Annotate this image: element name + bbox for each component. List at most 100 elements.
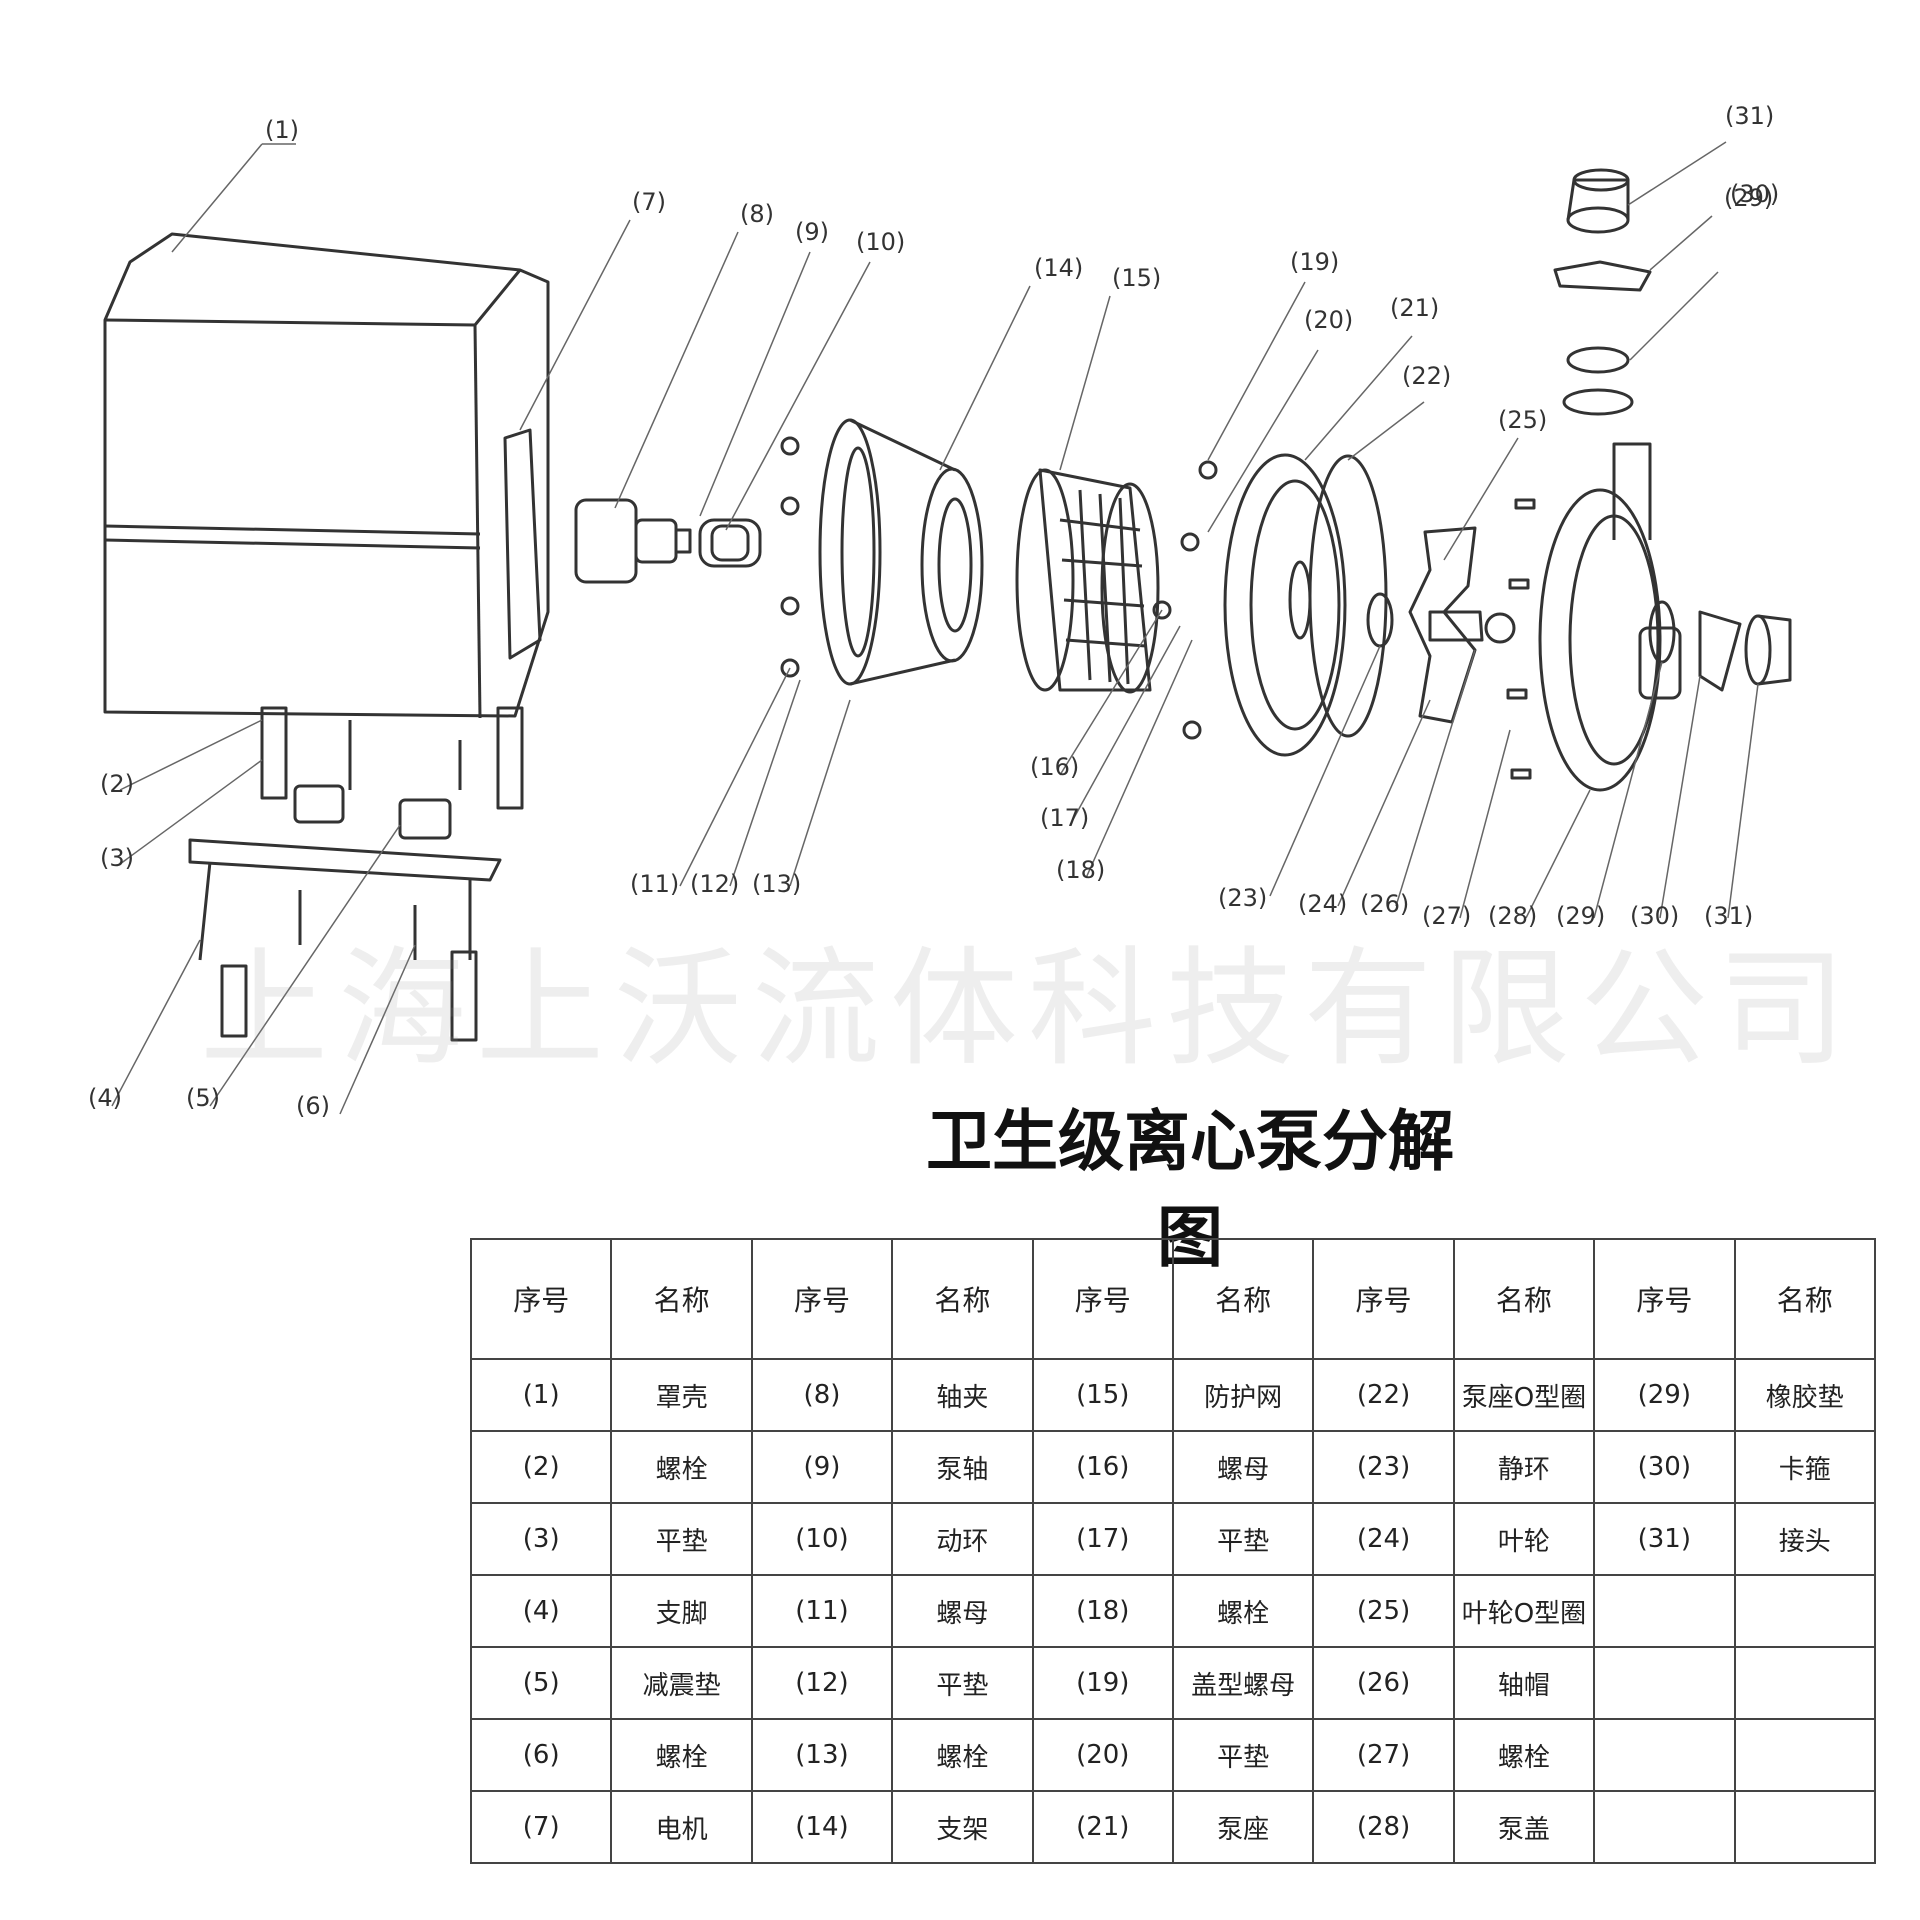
part-name-cell: 泵座O型圈	[1452, 1358, 1596, 1432]
callout-label: (19)	[1290, 248, 1339, 276]
part-number-cell: (10)	[750, 1502, 894, 1576]
part-name-cell: 螺母	[1171, 1430, 1315, 1504]
column-header: 名称	[610, 1238, 753, 1360]
part-name-cell: 减震垫	[610, 1646, 753, 1720]
column-header: 名称	[1452, 1238, 1596, 1360]
table-row: (1)罩壳(8)轴夹(15)防护网(22)泵座O型圈(29)橡胶垫	[469, 1358, 1877, 1432]
part-name-cell: 螺栓	[891, 1718, 1034, 1792]
part-number-cell: (8)	[750, 1358, 894, 1432]
callout-label: (30)	[1730, 180, 1779, 208]
part-name-cell: 盖型螺母	[1171, 1646, 1315, 1720]
part-name-cell: 橡胶垫	[1733, 1358, 1877, 1432]
guard-mesh-part	[1015, 468, 1160, 694]
part-number-cell: (31)	[1593, 1502, 1736, 1576]
part-name-cell: 支脚	[610, 1574, 753, 1648]
part-name-cell: 电机	[610, 1790, 753, 1864]
part-number-cell: (22)	[1312, 1358, 1455, 1432]
part-number-cell: (2)	[469, 1430, 613, 1504]
table-row: (3)平垫(10)动环(17)平垫(24)叶轮(31)接头	[469, 1502, 1877, 1576]
part-number-cell	[1593, 1574, 1736, 1648]
part-name-cell: 螺母	[891, 1574, 1034, 1648]
part-number-cell: (21)	[1031, 1790, 1174, 1864]
column-header: 序号	[1312, 1238, 1455, 1360]
part-number-cell: (25)	[1312, 1574, 1455, 1648]
part-name-cell: 平垫	[891, 1646, 1034, 1720]
callout-label: (30)	[1630, 902, 1679, 930]
part-number-cell: (15)	[1031, 1358, 1174, 1432]
part-number-cell: (9)	[750, 1430, 894, 1504]
table-row: (6)螺栓(13)螺栓(20)平垫(27)螺栓	[469, 1718, 1877, 1792]
column-header: 序号	[750, 1238, 894, 1360]
part-number-cell: (27)	[1312, 1718, 1455, 1792]
part-number-cell: (16)	[1031, 1430, 1174, 1504]
column-header: 序号	[1031, 1238, 1174, 1360]
callout-label: (15)	[1112, 264, 1161, 292]
part-number-cell: (17)	[1031, 1502, 1174, 1576]
column-header: 名称	[1171, 1238, 1315, 1360]
callout-label: (25)	[1498, 406, 1547, 434]
table-row: (2)螺栓(9)泵轴(16)螺母(23)静环(30)卡箍	[469, 1430, 1877, 1504]
column-header: 序号	[469, 1238, 613, 1360]
part-number-cell: (18)	[1031, 1574, 1174, 1648]
callout-label: (13)	[752, 870, 801, 898]
part-number-cell: (5)	[469, 1646, 613, 1720]
callout-label: (1)	[265, 116, 299, 144]
callout-label: (22)	[1402, 362, 1451, 390]
callout-label: (18)	[1056, 856, 1105, 884]
part-number-cell: (11)	[750, 1574, 894, 1648]
part-number-cell: (20)	[1031, 1718, 1174, 1792]
callout-label: (21)	[1390, 294, 1439, 322]
callout-label: (23)	[1218, 884, 1267, 912]
part-number-cell: (29)	[1593, 1358, 1736, 1432]
pump-cover-part	[1506, 442, 1682, 792]
legs-and-base-part	[188, 706, 524, 1042]
part-number-cell: (28)	[1312, 1790, 1455, 1864]
leader-lines	[111, 141, 1759, 1115]
part-name-cell: 动环	[891, 1502, 1034, 1576]
part-name-cell: 螺栓	[610, 1430, 753, 1504]
part-number-cell	[1593, 1718, 1736, 1792]
column-header: 名称	[1733, 1238, 1877, 1360]
callout-label: (27)	[1422, 902, 1471, 930]
part-name-cell: 泵盖	[1452, 1790, 1596, 1864]
parts-table: 序号 名称 序号 名称 序号 名称 序号 名称 序号 名称 (1)罩壳(8)轴夹…	[469, 1238, 1877, 1864]
part-name-cell: 泵座	[1171, 1790, 1315, 1864]
callout-label: (29)	[1724, 184, 1773, 212]
callout-label: (12)	[690, 870, 739, 898]
callout-label: (14)	[1034, 254, 1083, 282]
part-name-cell: 泵轴	[891, 1430, 1034, 1504]
part-name-cell: 轴夹	[891, 1358, 1034, 1432]
table-row: (5)减震垫(12)平垫(19)盖型螺母(26)轴帽	[469, 1646, 1877, 1720]
callout-label: (31)	[1725, 102, 1774, 130]
callout-label: (16)	[1030, 753, 1079, 781]
part-name-cell: 平垫	[1171, 1502, 1315, 1576]
callout-label: (24)	[1298, 890, 1347, 918]
impeller-part	[1366, 526, 1516, 724]
exploded-view-diagram: (1) (2) (3) (4) (5) (6) (7) (8) (9) (10)…	[88, 102, 1792, 1120]
callout-label: (3)	[100, 844, 134, 872]
part-number-cell: (12)	[750, 1646, 894, 1720]
diagram-title: 卫生级离心泵分解图	[926, 1103, 1454, 1276]
shaft-part	[574, 498, 762, 584]
part-number-cell: (7)	[469, 1790, 613, 1864]
part-number-cell: (6)	[469, 1718, 613, 1792]
part-name-cell: 螺栓	[1171, 1574, 1315, 1648]
column-header: 名称	[891, 1238, 1034, 1360]
part-number-cell	[1593, 1646, 1736, 1720]
part-number-cell: (3)	[469, 1502, 613, 1576]
part-name-cell	[1733, 1790, 1877, 1864]
callout-label: (7)	[632, 188, 666, 216]
callout-label: (29)	[1556, 902, 1605, 930]
callout-label: (11)	[630, 870, 679, 898]
parts-table-body: (1)罩壳(8)轴夹(15)防护网(22)泵座O型圈(29)橡胶垫(2)螺栓(9…	[469, 1358, 1877, 1864]
callout-label: (28)	[1488, 902, 1537, 930]
callout-label: (8)	[740, 200, 774, 228]
part-name-cell: 罩壳	[610, 1358, 753, 1432]
callout-label: (6)	[296, 1092, 330, 1120]
callout-label: (26)	[1360, 890, 1409, 918]
part-name-cell	[1733, 1646, 1877, 1720]
part-number-cell: (30)	[1593, 1430, 1736, 1504]
callout-label: (9)	[795, 218, 829, 246]
part-name-cell: 平垫	[610, 1502, 753, 1576]
table-header-row: 序号 名称 序号 名称 序号 名称 序号 名称 序号 名称	[469, 1238, 1877, 1360]
